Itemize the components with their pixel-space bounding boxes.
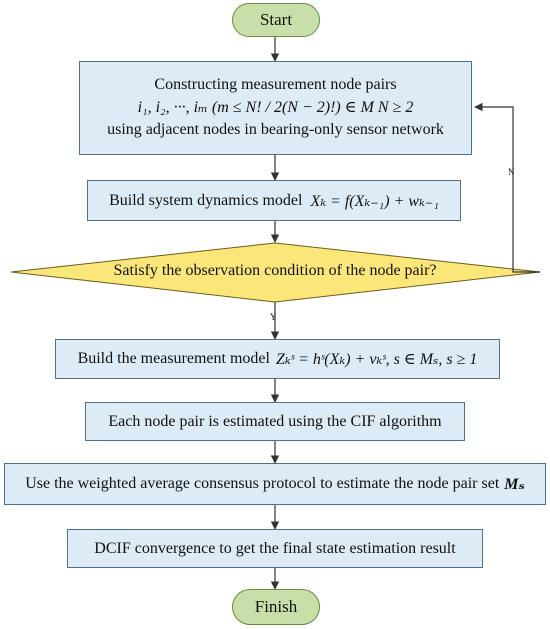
start-label: Start [259, 10, 293, 29]
step2-text: Build system dynamics model [109, 191, 303, 209]
finish-label: Finish [254, 597, 298, 616]
step5-consensus-protocol: Use the weighted average consensus proto… [4, 463, 546, 505]
step4-cif-estimation: Each node pair is estimated using the CI… [85, 402, 465, 441]
step3-measurement-model: Build the measurement model Zₖˢ = hˢ(Xₖ)… [55, 339, 500, 379]
step1-line1: Constructing measurement node pairs [154, 76, 397, 94]
step3-text: Build the measurement model [77, 350, 270, 367]
decision-label: Satisfy the observation condition of the… [113, 262, 437, 279]
step5-formula: Mₛ [504, 476, 525, 493]
step6-dcif-convergence: DCIF convergence to get the final state … [67, 529, 483, 568]
step5-text: Use the weighted average consensus proto… [25, 475, 500, 492]
step4-text: Each node pair is estimated using the CI… [108, 412, 442, 430]
finish-terminal: Finish [232, 589, 320, 625]
arrow-decision-no [474, 102, 540, 273]
step1-line3: using adjacent nodes in bearing-only sen… [107, 121, 444, 139]
start-terminal: Start [232, 3, 320, 37]
step2-dynamics-model: Build system dynamics model Xₖ = f(Xₖ₋₁)… [87, 180, 461, 221]
step1-line2-formula: i₁, i₂, ···, iₘ (m ≤ N! / 2(N − 2)!) ∈ M… [137, 98, 414, 116]
branch-no-label: N [508, 167, 515, 177]
step6-text: DCIF convergence to get the final state … [94, 539, 456, 557]
step3-formula: Zₖˢ = hˢ(Xₖ) + vₖˢ, s ∈ Mₛ, s ≥ 1 [275, 351, 478, 368]
step1-construct-pairs: Constructing measurement node pairs i₁, … [79, 61, 472, 155]
branch-yes-label: Y [270, 312, 277, 322]
step2-formula: Xₖ = f(Xₖ₋₁) + wₖ₋₁ [310, 192, 439, 210]
